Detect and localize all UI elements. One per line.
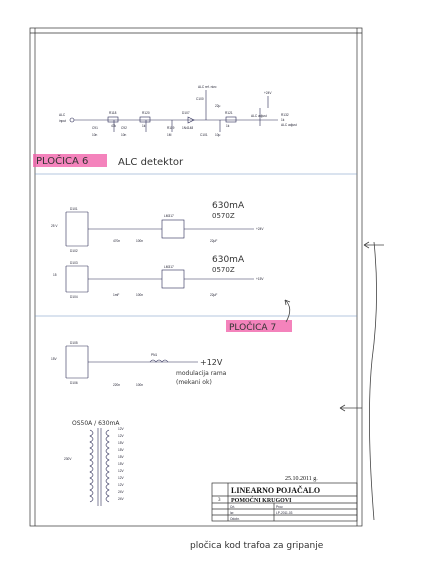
psu-reg-2: LM317 <box>164 265 174 269</box>
rail-3-label: 15V <box>51 357 58 361</box>
alc-part-r120-name: R120 <box>142 111 150 115</box>
arrow-3 <box>339 404 362 412</box>
arrow-1 <box>363 241 384 249</box>
alc-part-c92-name: C92 <box>121 126 127 130</box>
transformer-primary: 230V <box>64 457 72 461</box>
title-main: LINEARNO POJAČALO <box>231 485 320 495</box>
alc-part-r119-value: 1M <box>167 133 172 137</box>
psu-cap-8: 100n <box>136 383 143 387</box>
alc-part-c91-name: C91 <box>92 126 98 130</box>
sheet-frame <box>29 27 363 527</box>
psu-choke: PN1 <box>151 353 157 357</box>
psu-cap-5: 100n <box>136 293 143 297</box>
alc-part-r118-value: 47k <box>111 124 117 128</box>
alc-input-label: ALC <box>59 113 66 117</box>
diode-d102: D102 <box>70 249 78 253</box>
title-row-2: Izr. <box>230 511 234 515</box>
margin-note: pločica kod trafoa za gripanje <box>190 540 324 551</box>
transformer-tap-2: 12V <box>118 434 125 438</box>
title-doc-no: LP-2011-03 <box>276 511 293 515</box>
alc-input-sub: input <box>59 119 66 123</box>
alc-detector-circuit: ALC input ALC ref. nivo +24V R132 1k ALC… <box>59 85 297 137</box>
transformer-tap-9: 12V <box>118 483 125 487</box>
psu-note-3: modulacija rama <box>176 370 227 377</box>
psu-note-3-sub: (mekani ok) <box>176 379 212 386</box>
alc-detektor-label: ALC detektor <box>118 157 184 168</box>
transformer: OS50A / 630mA 230V 12V 12V 15V 15V 15V 1… <box>64 420 125 506</box>
margin-bracket <box>369 241 377 521</box>
psu-note-1-sub: 0570Z <box>212 212 235 220</box>
alc-part-d107-name: D107 <box>182 111 190 115</box>
psu-circuit: D101 D102 25 V +24V 470n 100n 22μF LM317… <box>51 201 264 299</box>
diode-d104: D104 <box>70 295 78 299</box>
psu-note-1: 630mA <box>212 201 245 211</box>
transformer-tap-1: 12V <box>118 427 125 431</box>
title-sub: POMOĆNI KRUGOVI <box>231 496 292 504</box>
plocica-6-tag: PLOČICA 6 <box>33 154 107 167</box>
alc-part-r121-name: R121 <box>225 111 233 115</box>
rail-2-label: 15 <box>53 273 57 277</box>
psu-cap-4: 1mF <box>113 293 119 297</box>
title-row-4: Prov. <box>276 505 283 509</box>
transformer-tap-5: 15V <box>118 455 125 459</box>
diode-d105: D105 <box>70 341 78 345</box>
alc-part-c100-value: 22μ <box>215 104 221 108</box>
alc-part-c91-value: 10n <box>92 133 98 137</box>
rail-3-out: +12V <box>200 358 223 367</box>
svg-text:PLOČICA 6: PLOČICA 6 <box>36 154 88 167</box>
transformer-tap-11: 24V <box>118 497 125 501</box>
alc-pot-name: R132 <box>281 113 289 117</box>
transformer-tap-8: 12V <box>118 476 125 480</box>
alc-part-c92-value: 10n <box>121 133 127 137</box>
psu-cap-7: 220n <box>113 383 120 387</box>
alc-part-r120-value: 1k <box>142 124 146 128</box>
psu-lower-circuit: D105 D106 15V +12V PN1 220n 100n modulac… <box>51 341 227 387</box>
title-block: 25.10.2011 g. LINEARNO POJAČALO POMOĆNI … <box>211 476 358 522</box>
alc-supply: +24V <box>264 91 272 95</box>
alc-adj-label: ALC adjust <box>251 114 267 118</box>
diode-d106: D106 <box>70 381 78 385</box>
rail-1-out: +24V <box>256 227 264 231</box>
rail-2-out: +15V <box>256 277 264 281</box>
alc-pot-value: 1k <box>281 118 285 122</box>
psu-cap-3: 22μF <box>210 239 217 243</box>
alc-ref-label: ALC ref. nivo <box>198 85 217 89</box>
transformer-tap-3: 15V <box>118 441 125 445</box>
transformer-tap-4: 15V <box>118 448 125 452</box>
svg-text:PLOČICA 7: PLOČICA 7 <box>229 321 276 333</box>
alc-part-r119-name: R119 <box>167 126 175 130</box>
psu-cap-1: 470n <box>113 239 120 243</box>
title-sheet: 3 <box>218 498 221 503</box>
title-date: 25.10.2011 g. <box>285 476 318 482</box>
diode-d101: D101 <box>70 207 78 211</box>
alc-part-c101-value: 10μ <box>215 133 221 137</box>
transformer-tap-6: 15V <box>118 462 125 466</box>
title-row-3: Odobr. <box>230 517 240 521</box>
diode-d103: D103 <box>70 261 78 265</box>
alc-part-c100-name: C100 <box>196 97 204 101</box>
alc-part-r121-value: 1k <box>226 124 230 128</box>
psu-cap-2: 100n <box>136 239 143 243</box>
psu-reg-1: LM317 <box>164 214 174 218</box>
psu-cap-6: 22μF <box>210 293 217 297</box>
transformer-note: OS50A / 630mA <box>72 420 120 427</box>
title-row-1: Crt. <box>230 505 235 509</box>
alc-pot-label: ALC adjust <box>281 123 297 127</box>
alc-part-d107-value: 1N4148 <box>182 126 193 130</box>
rail-1-label: 25 V <box>51 224 58 228</box>
arrow-2 <box>284 299 291 323</box>
psu-note-2: 630mA <box>212 255 245 265</box>
alc-part-c101-name: C101 <box>200 133 208 137</box>
plocica-7-tag: PLOČICA 7 <box>226 320 292 333</box>
psu-note-2-sub: 0570Z <box>212 266 235 274</box>
transformer-tap-10: 24V <box>118 490 125 494</box>
transformer-tap-7: 12V <box>118 469 125 473</box>
alc-part-r118-name: R118 <box>109 111 117 115</box>
